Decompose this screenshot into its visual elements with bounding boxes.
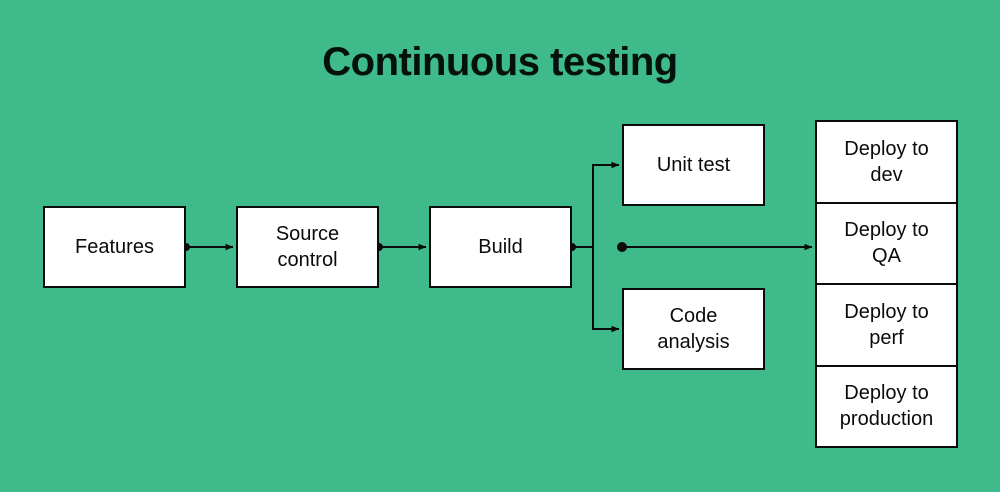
node-build[interactable]: Build [429, 206, 572, 288]
node-code-analysis[interactable]: Code analysis [622, 288, 765, 370]
node-deploy-perf[interactable]: Deploy to perf [817, 285, 956, 367]
edge-build-to-unit-test [568, 161, 620, 251]
edge-source-control-to-build [375, 243, 427, 251]
node-deploy-qa[interactable]: Deploy to QA [817, 204, 956, 285]
node-deploy-production[interactable]: Deploy to production [839, 382, 934, 431]
edge-build-to-code-analysis [592, 247, 620, 333]
edge-build-to-deploy-qa [617, 242, 813, 252]
edge-features-to-source-control [182, 243, 234, 251]
node-unit-test[interactable]: Unit test [622, 124, 765, 206]
node-features[interactable]: Features [43, 206, 186, 288]
deploy-stack: Deploy to dev Deploy to QA Deploy to per… [815, 120, 958, 448]
page-title: Continuous testing [322, 40, 678, 84]
node-source-control[interactable]: Source control [236, 206, 379, 288]
node-deploy-dev[interactable]: Deploy to dev [817, 122, 956, 204]
